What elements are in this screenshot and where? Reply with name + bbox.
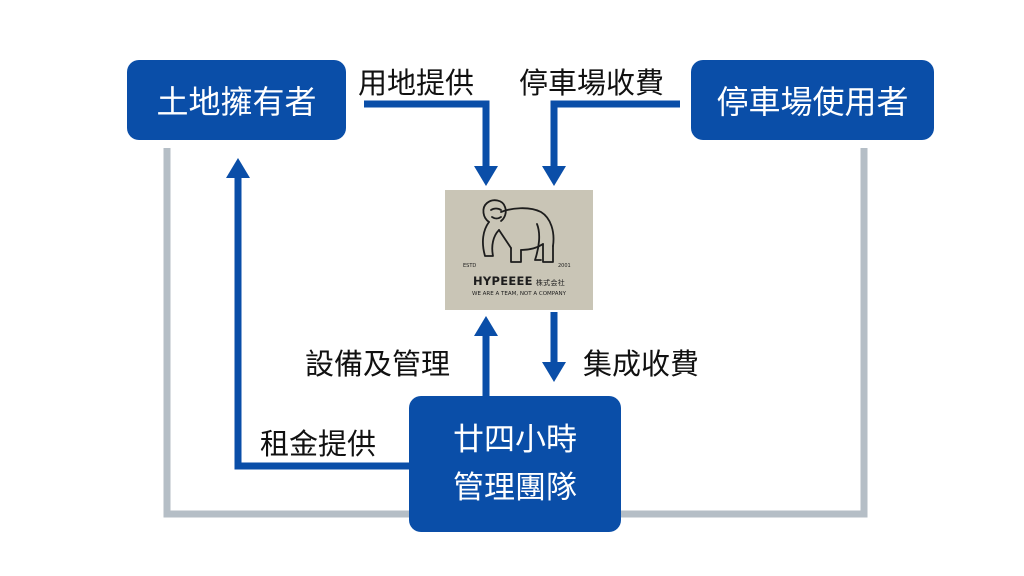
node-parking-user-label: 停車場使用者	[716, 83, 909, 121]
logo-name-text: HYPEEEE	[472, 274, 533, 288]
connector-parking-user-to-team	[621, 148, 868, 518]
arrow-rent-provide	[234, 176, 409, 470]
arrow-parking-fee	[550, 100, 680, 170]
node-landowner: 土地擁有者	[127, 60, 346, 140]
arrow-land-provide	[364, 100, 490, 170]
node-management-team: 廿四小時 管理團隊	[409, 396, 621, 532]
label-rent-provide: 租金提供	[260, 427, 377, 461]
logo-estd-text: ESTD	[463, 263, 477, 269]
label-setup-manage: 設備及管理	[305, 347, 451, 381]
node-parking-user: 停車場使用者	[691, 60, 934, 140]
arrowhead-land-provide	[474, 166, 498, 186]
arrowhead-collect-fee	[542, 362, 566, 382]
node-landowner-label: 土地擁有者	[156, 83, 317, 121]
label-collect-fee: 集成收費	[583, 347, 700, 381]
arrowhead-rent-provide	[226, 158, 250, 178]
logo-company-suffix: 株式会社	[535, 279, 566, 287]
arrowhead-parking-fee	[542, 166, 566, 186]
label-parking-fee: 停車場收費	[519, 66, 665, 100]
node-team-line2: 管理團隊	[453, 470, 577, 506]
logo-year-text: 2001	[558, 263, 571, 269]
logo-tagline: WE ARE A TEAM, NOT A COMPANY	[472, 291, 566, 297]
label-land-provide: 用地提供	[358, 66, 475, 100]
connector-landowner-to-team	[163, 148, 409, 518]
gorilla-icon	[482, 199, 555, 263]
arrowhead-setup-manage	[474, 316, 498, 336]
node-team-line1: 廿四小時	[453, 422, 577, 458]
